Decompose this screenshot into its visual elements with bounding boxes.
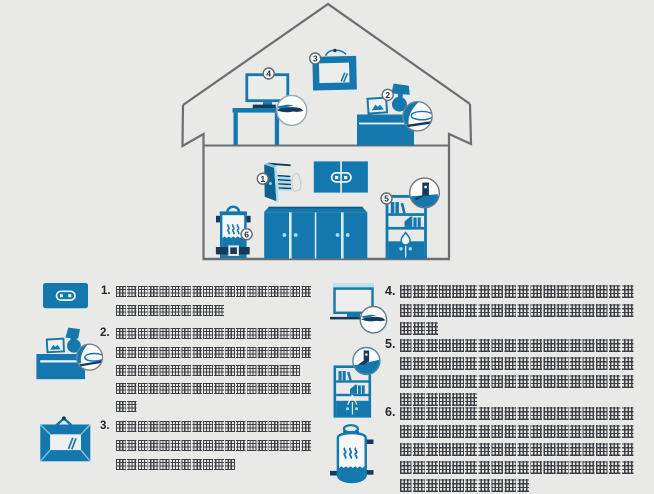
svg-text:3: 3 (313, 54, 318, 64)
svg-text:2: 2 (385, 90, 390, 100)
svg-text:1: 1 (260, 174, 265, 184)
svg-text:6: 6 (244, 229, 249, 239)
svg-text:4: 4 (266, 69, 271, 79)
svg-text:5: 5 (384, 194, 389, 204)
